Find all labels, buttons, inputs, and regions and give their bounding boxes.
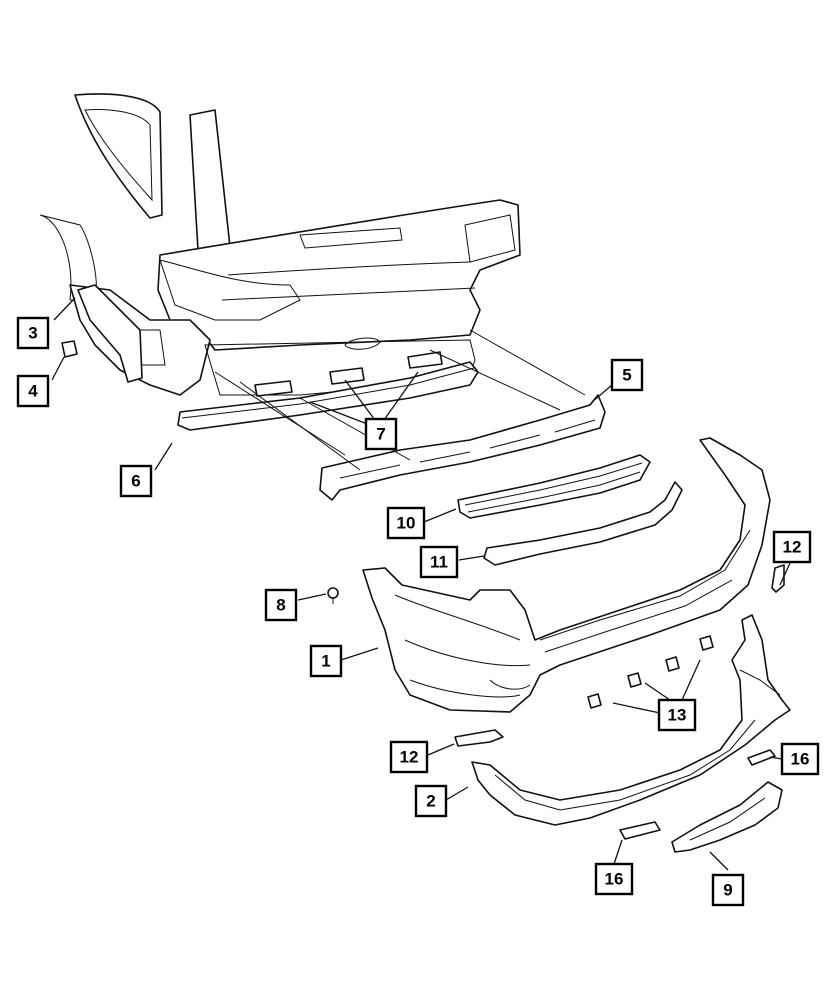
callout-4-label: 4 xyxy=(28,382,38,401)
callout-11-label: 11 xyxy=(430,553,448,572)
callout-16-left-label: 16 xyxy=(605,870,624,889)
callout-10: 10 xyxy=(386,506,426,540)
callout-2-label: 2 xyxy=(426,792,435,811)
callout-5-label: 5 xyxy=(622,366,631,385)
part-3-bracket xyxy=(77,284,143,383)
callout-3: 3 xyxy=(16,316,50,350)
part-9-skid-plate xyxy=(671,781,783,853)
part-6-upper-bar xyxy=(177,361,479,431)
callout-6-label: 6 xyxy=(131,472,140,491)
callout-7: 7 xyxy=(364,417,398,451)
part-12-side-marker-left xyxy=(454,729,504,747)
part-13-clips xyxy=(587,635,714,709)
callout-12-right: 12 xyxy=(772,530,812,564)
callout-4: 4 xyxy=(16,374,50,408)
part-11-retainer xyxy=(483,481,683,566)
part-7-brackets xyxy=(254,351,443,397)
callout-12-left-label: 12 xyxy=(400,748,419,767)
callout-9: 9 xyxy=(711,873,745,907)
callout-12-left: 12 xyxy=(389,740,429,774)
callout-13: 13 xyxy=(657,698,697,732)
callout-3-label: 3 xyxy=(28,324,37,343)
part-16-clip-left xyxy=(619,821,661,840)
callout-5: 5 xyxy=(610,358,644,392)
callout-8-label: 8 xyxy=(276,596,285,615)
part-8-fastener xyxy=(327,587,339,604)
part-10-grille-strip xyxy=(457,454,651,519)
part-16-clip-right xyxy=(747,749,776,766)
callout-1-label: 1 xyxy=(321,652,330,671)
part-2-lower-valance xyxy=(471,614,791,826)
part-12-side-marker-right xyxy=(771,564,785,593)
vehicle-body-rear xyxy=(39,93,521,396)
callout-11: 11 xyxy=(419,545,459,579)
callout-13-label: 13 xyxy=(668,706,687,725)
leader-lines xyxy=(51,297,791,871)
callout-16-left: 16 xyxy=(594,862,634,896)
callout-12-right-label: 12 xyxy=(783,538,802,557)
callout-6: 6 xyxy=(119,464,153,498)
callout-7-label: 7 xyxy=(376,425,385,444)
callout-8: 8 xyxy=(264,588,298,622)
part-4-clip xyxy=(61,340,78,358)
callout-16-right: 16 xyxy=(780,742,820,776)
callout-9-label: 9 xyxy=(723,881,732,900)
callout-1: 1 xyxy=(309,644,343,678)
part-5-energy-absorber xyxy=(319,394,606,501)
callout-10-label: 10 xyxy=(397,514,416,533)
callout-16-right-label: 16 xyxy=(791,750,810,769)
part-1-bumper-fascia xyxy=(362,437,771,713)
callout-2: 2 xyxy=(414,784,448,818)
